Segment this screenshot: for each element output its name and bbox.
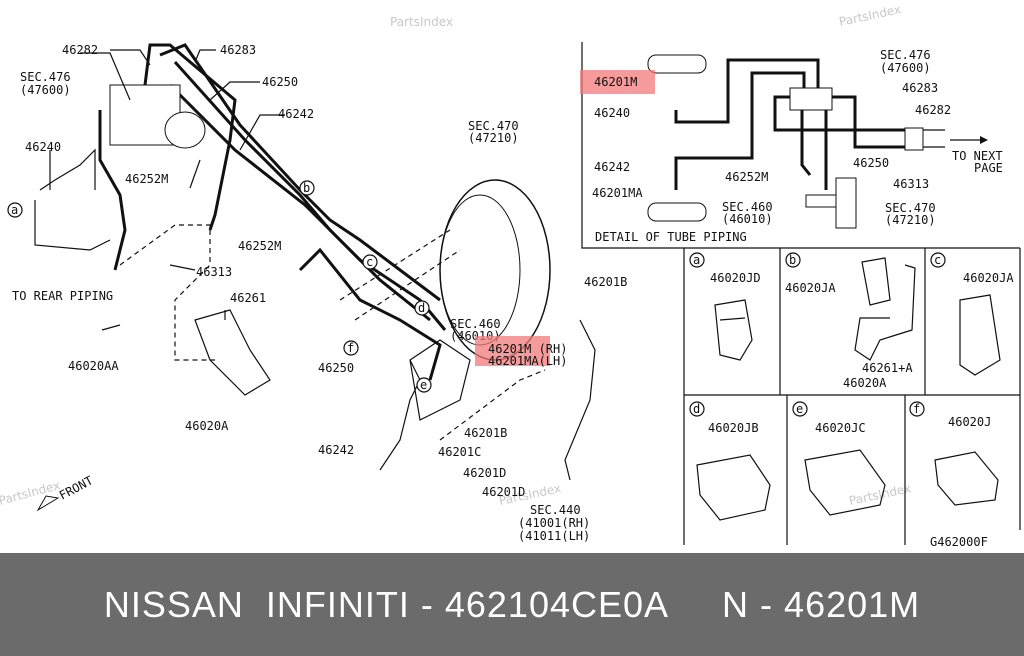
label-sec440: SEC.440: [530, 503, 581, 517]
label-sec476: SEC.476: [20, 70, 71, 84]
panel-f: f 46020J: [909, 401, 999, 506]
label-46242-2: 46242: [318, 443, 354, 457]
label-46282: 46282: [62, 43, 98, 57]
label-46250: 46250: [262, 75, 298, 89]
parts-diagram: PartsIndex PartsIndex PartsIndex PartsIn…: [0, 2, 1021, 549]
panel-letter: d: [693, 402, 700, 416]
panel-b: b 46020JA 46261+A 46020A: [785, 252, 916, 390]
detail-label-sec460: SEC.460: [722, 200, 773, 214]
callout-f: f: [347, 341, 354, 355]
panel-a: a 46020JD: [689, 252, 761, 361]
label-46252m: 46252M: [125, 172, 168, 186]
label-to-rear-piping: TO REAR PIPING: [12, 289, 113, 303]
panel-part: 46020JC: [815, 421, 866, 435]
label-sec460: SEC.460: [450, 317, 501, 331]
watermark: PartsIndex: [838, 2, 903, 29]
label-46201b: 46201B: [584, 275, 627, 289]
label-sec476-sub: (47600): [20, 83, 71, 97]
panel-letter: f: [913, 402, 920, 416]
label-46201b-2: 46201B: [464, 426, 507, 440]
detail-label-to-next: TO NEXT: [952, 149, 1003, 163]
main-labels: 46282 46283 SEC.476 (47600) 46250 46240 …: [12, 43, 627, 543]
detail-label-sec476: SEC.476: [880, 48, 931, 62]
callout-a: a: [11, 203, 18, 217]
diagram-code: G462000F: [930, 535, 988, 549]
label-46201d-2: 46201D: [482, 485, 525, 499]
panel-part: 46020JB: [708, 421, 759, 435]
detail-label-46201m: 46201M: [594, 75, 637, 89]
detail-label-46283: 46283: [902, 81, 938, 95]
watermark: PartsIndex: [390, 15, 453, 29]
label-46283: 46283: [220, 43, 256, 57]
label-46201d: 46201D: [463, 466, 506, 480]
callout-b: b: [303, 181, 310, 195]
callout-e: e: [420, 378, 427, 392]
label-46240: 46240: [25, 140, 61, 154]
footer-part-title: NISSAN INFINITI - 462104CE0A N - 46201M: [103, 583, 921, 625]
panel-part: 46020A: [843, 376, 887, 390]
detail-title: DETAIL OF TUBE PIPING: [595, 230, 747, 244]
panel-letter: c: [934, 253, 941, 267]
label-46020a: 46020A: [185, 419, 229, 433]
label-46252m-2: 46252M: [238, 239, 281, 253]
detail-label-sec470-sub: (47210): [885, 213, 936, 227]
detail-label-sec470: SEC.470: [885, 201, 936, 215]
panel-part: 46020JA: [785, 281, 836, 295]
panel-d: d 46020JB: [689, 401, 771, 521]
label-sec440-rh: (41001(RH): [518, 516, 590, 530]
detail-label-46240: 46240: [594, 106, 630, 120]
detail-label-sec460-sub: (46010): [722, 212, 773, 226]
label-46201ma-lh: 46201MA(LH): [488, 354, 567, 368]
panel-c: c 46020JA: [930, 252, 1014, 376]
label-46201m-rh: 46201M (RH): [488, 342, 567, 356]
brake-tubes: [34, 43, 596, 481]
label-46242: 46242: [278, 107, 314, 121]
label-46020aa: 46020AA: [68, 359, 119, 373]
detail-tube-piping: 46201M 46240 46242 46201MA SEC.476 (4760…: [580, 42, 1020, 249]
detail-label-46282: 46282: [915, 103, 951, 117]
callouts: a b c d e f: [7, 180, 432, 393]
label-front: FRONT: [57, 473, 95, 502]
detail-label-page: PAGE: [974, 161, 1003, 175]
detail-label-46250: 46250: [853, 156, 889, 170]
label-46261: 46261: [230, 291, 266, 305]
panel-part: 46020J: [948, 415, 991, 429]
panel-letter: b: [789, 253, 796, 267]
label-sec440-lh: (41011(LH): [518, 529, 590, 543]
label-46201c: 46201C: [438, 445, 481, 459]
highlight-46201m: [475, 336, 550, 366]
panel-part: 46020JA: [963, 271, 1014, 285]
label-46313: 46313: [196, 265, 232, 279]
watermark: PartsIndex: [0, 478, 62, 508]
label-46250-2: 46250: [318, 361, 354, 375]
front-arrow-icon: [36, 495, 60, 512]
panel-e: e 46020JC: [792, 401, 886, 516]
detail-label-46313: 46313: [893, 177, 929, 191]
detail-label-46201ma: 46201MA: [592, 186, 643, 200]
panel-part: 46020JD: [710, 271, 761, 285]
label-sec470-sub: (47210): [468, 131, 519, 145]
footer-bar: NISSAN INFINITI - 462104CE0A N - 46201M: [0, 553, 1024, 656]
clip-panels: a 46020JD b 46020JA 46261+A 46020A c 460…: [683, 248, 1021, 545]
panel-part: 46261+A: [862, 361, 913, 375]
panel-letter: a: [693, 253, 700, 267]
callout-d: d: [418, 301, 425, 315]
detail-label-sec476-sub: (47600): [880, 61, 931, 75]
highlight-46201m: [580, 70, 655, 94]
detail-label-46242: 46242: [594, 160, 630, 174]
detail-label-46252m: 46252M: [725, 170, 768, 184]
callout-c: c: [366, 255, 373, 269]
label-sec470: SEC.470: [468, 119, 519, 133]
panel-letter: e: [796, 402, 803, 416]
arrow-right-icon: [980, 136, 988, 144]
